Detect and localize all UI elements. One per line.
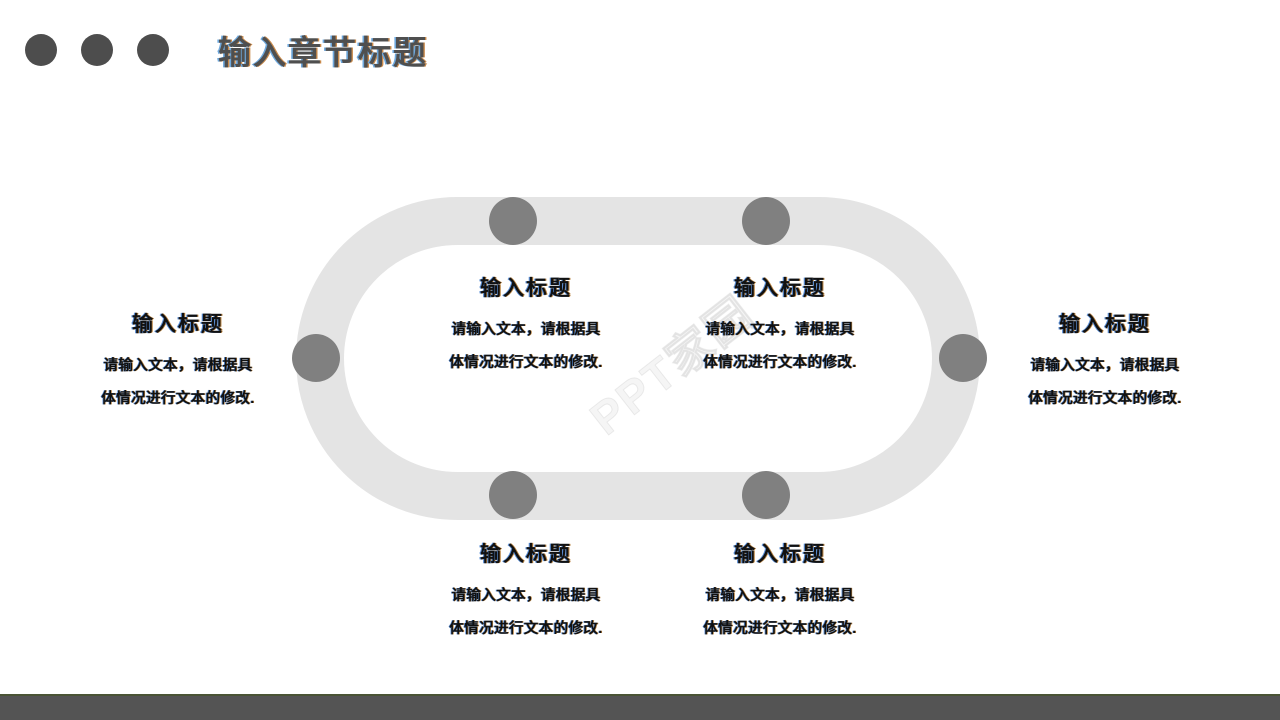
text-block-right-heading: 输入标题 (1059, 313, 1151, 336)
ring-node-top-right[interactable] (742, 197, 790, 245)
ring-node-bottom-left[interactable] (489, 471, 537, 519)
text-block-bottom-right-body: 请输入文本，请根据具 体情况进行文本的修改. (662, 580, 898, 645)
slide-header: 输入章节标题 (0, 0, 1280, 100)
text-block-top-right-heading: 输入标题 (734, 277, 826, 300)
text-block-top-right-body-line-1: 请输入文本，请根据具 (705, 322, 855, 338)
text-block-right[interactable]: 输入标题 请输入文本，请根据具 体情况进行文本的修改. (985, 308, 1225, 415)
text-block-right-body-line-2: 体情况进行文本的修改. (1028, 390, 1182, 407)
text-block-bottom-left-body-line-2: 体情况进行文本的修改. (449, 620, 603, 637)
text-block-bottom-right-body-line-1: 请输入文本，请根据具 (705, 588, 855, 604)
text-block-left[interactable]: 输入标题 请输入文本，请根据具 体情况进行文本的修改. (58, 308, 298, 415)
text-block-right-body: 请输入文本，请根据具 体情况进行文本的修改. (985, 350, 1225, 415)
header-dot-2-icon (81, 34, 113, 66)
text-block-top-right-body-line-2: 体情况进行文本的修改. (703, 354, 857, 371)
text-block-top-left-body-line-1: 请输入文本，请根据具 (451, 322, 601, 338)
text-block-top-left-body-line-2: 体情况进行文本的修改. (449, 354, 603, 371)
text-block-top-right[interactable]: 输入标题 请输入文本，请根据具 体情况进行文本的修改. (662, 272, 898, 379)
text-block-left-heading: 输入标题 (132, 313, 224, 336)
text-block-top-right-body: 请输入文本，请根据具 体情况进行文本的修改. (662, 314, 898, 379)
text-block-left-body-line-2: 体情况进行文本的修改. (101, 390, 255, 407)
text-block-bottom-right[interactable]: 输入标题 请输入文本，请根据具 体情况进行文本的修改. (662, 538, 898, 645)
text-block-left-body-line-1: 请输入文本，请根据具 (103, 358, 253, 374)
text-block-bottom-left[interactable]: 输入标题 请输入文本，请根据具 体情况进行文本的修改. (408, 538, 644, 645)
footer-bar (0, 694, 1280, 720)
ring-node-bottom-right[interactable] (742, 471, 790, 519)
ring-node-left[interactable] (292, 334, 340, 382)
header-dot-3-icon (137, 34, 169, 66)
text-block-bottom-right-heading: 输入标题 (734, 543, 826, 566)
text-block-top-left-body: 请输入文本，请根据具 体情况进行文本的修改. (408, 314, 644, 379)
page-title: 输入章节标题 (218, 34, 428, 71)
text-block-right-body-line-1: 请输入文本，请根据具 (1030, 358, 1180, 374)
ring-node-right[interactable] (939, 334, 987, 382)
text-block-left-body: 请输入文本，请根据具 体情况进行文本的修改. (58, 350, 298, 415)
text-block-top-left-heading: 输入标题 (480, 277, 572, 300)
text-block-bottom-left-heading: 输入标题 (480, 543, 572, 566)
text-block-bottom-left-body-line-1: 请输入文本，请根据具 (451, 588, 601, 604)
ring-node-top-left[interactable] (489, 197, 537, 245)
text-block-bottom-left-body: 请输入文本，请根据具 体情况进行文本的修改. (408, 580, 644, 645)
text-block-bottom-right-body-line-2: 体情况进行文本的修改. (703, 620, 857, 637)
header-dot-1-icon (25, 34, 57, 66)
text-block-top-left[interactable]: 输入标题 请输入文本，请根据具 体情况进行文本的修改. (408, 272, 644, 379)
